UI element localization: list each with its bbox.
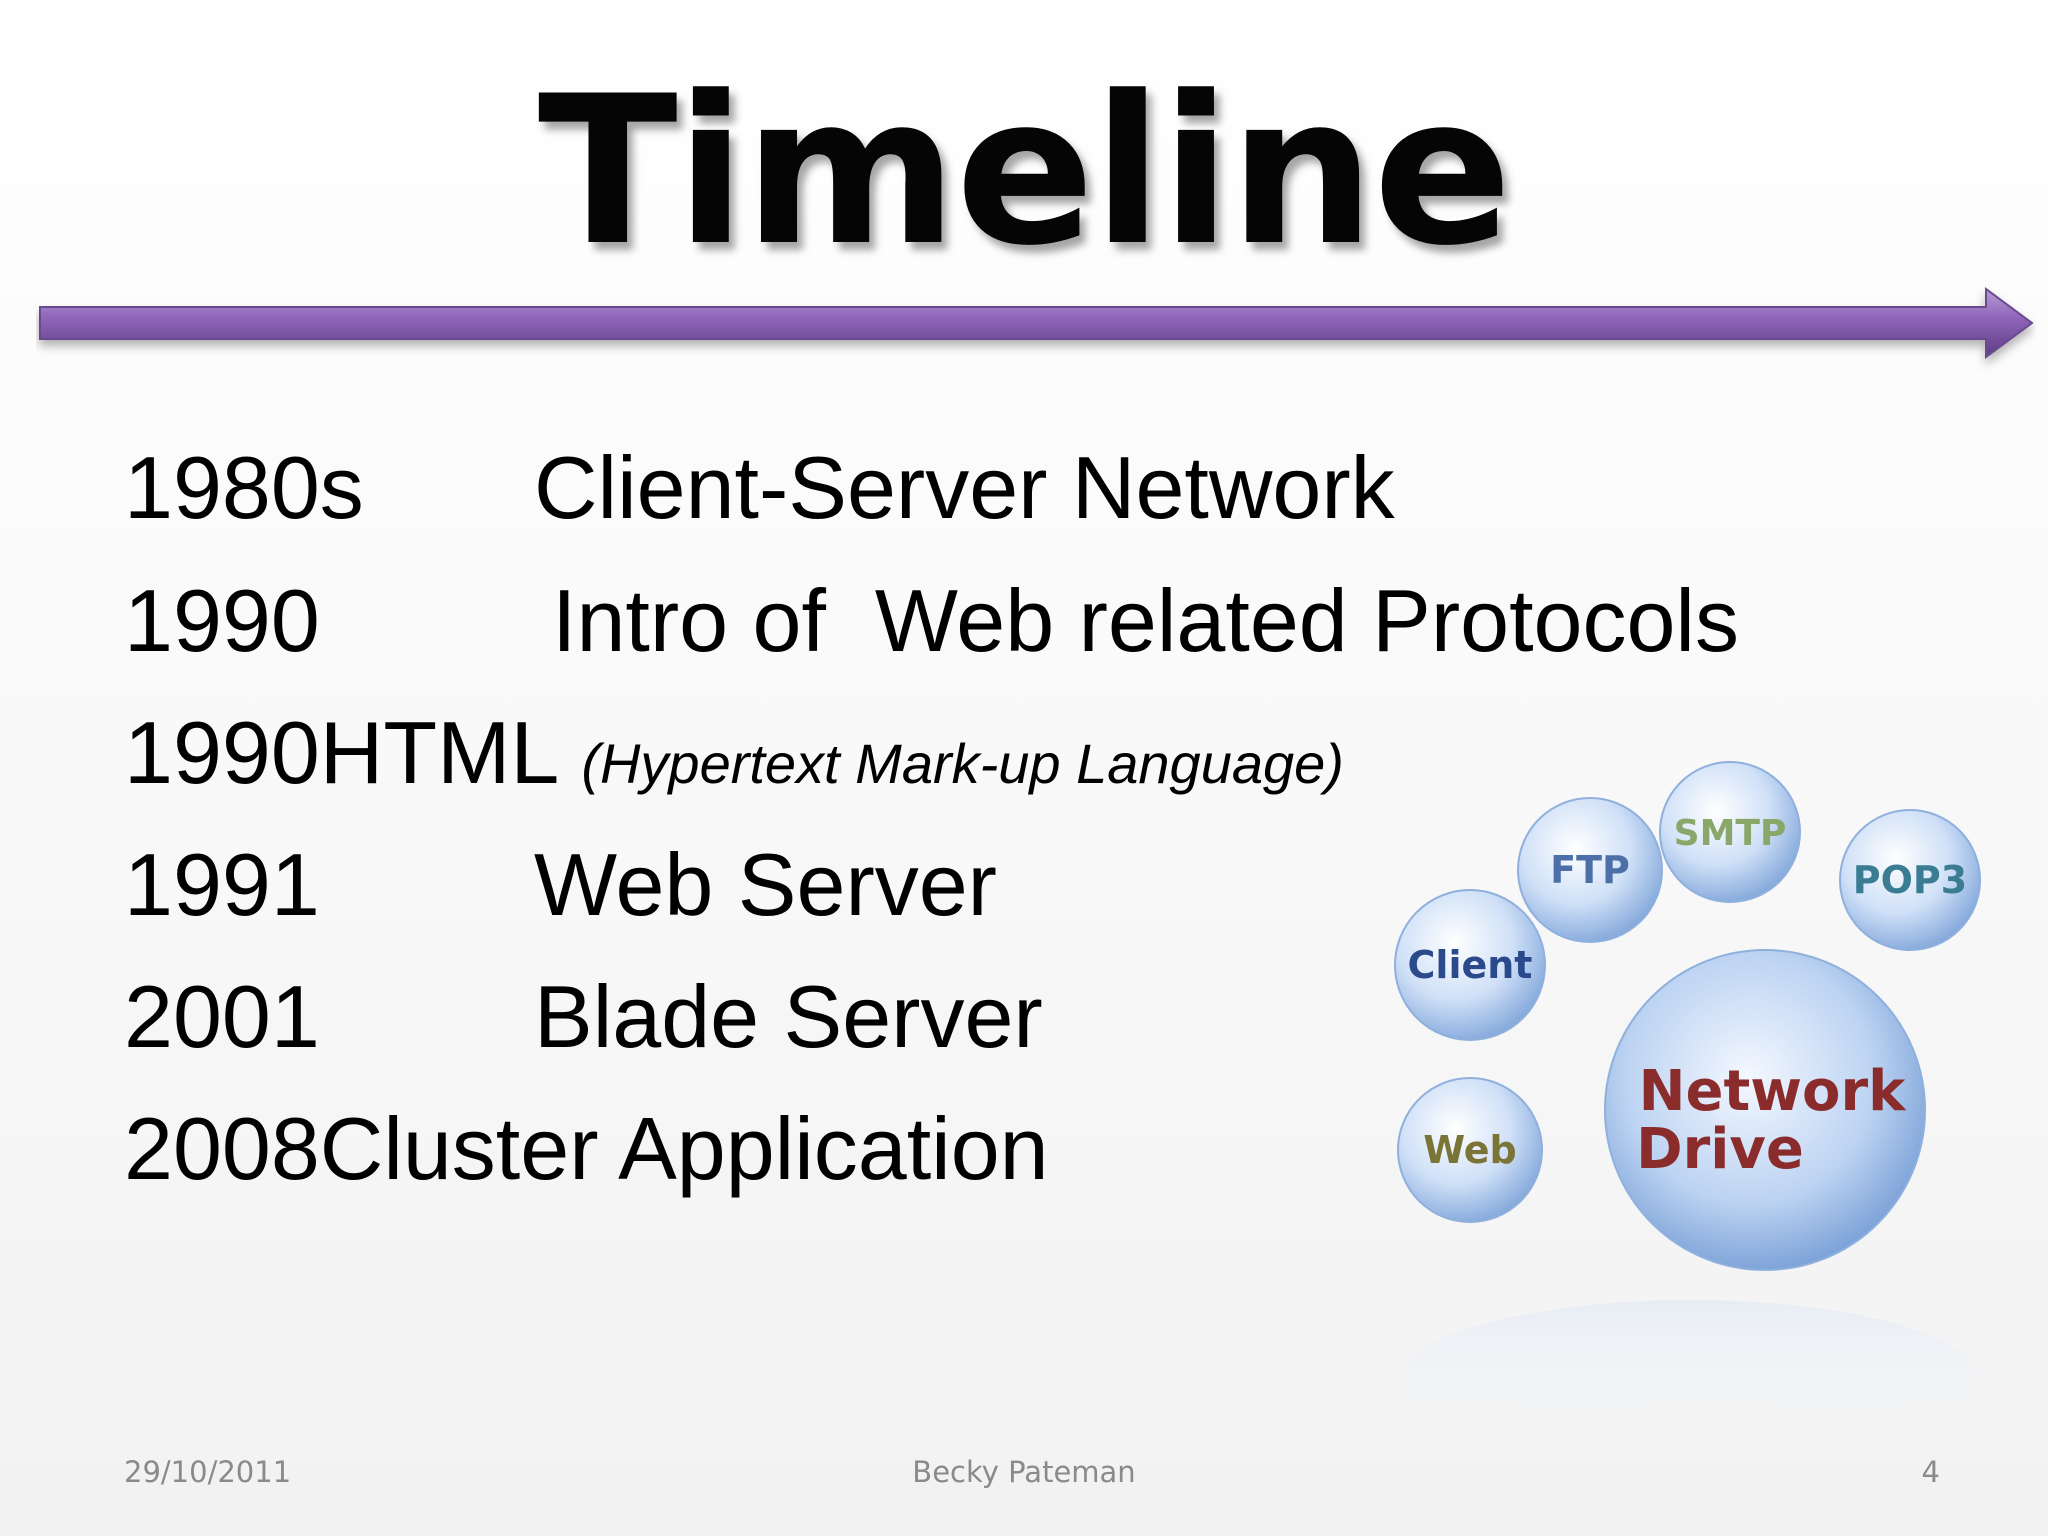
bubble-pop3: POP3 [1839, 809, 1981, 951]
timeline-row: 2008Cluster Application [124, 1105, 1049, 1193]
timeline-row: 1991 Web Server [124, 835, 997, 934]
timeline-event: Web Server [534, 835, 997, 934]
footer-date: 29/10/2011 [124, 1455, 292, 1489]
bubble-ftp: FTP [1517, 797, 1663, 943]
bubble-label: POP3 [1853, 858, 1967, 902]
timeline-row: 1990 Intro of Web related Protocols [124, 571, 1739, 670]
timeline-row: 2001 Blade Server [124, 967, 1043, 1066]
timeline-note: (Hypertext Mark-up Language) [581, 732, 1344, 795]
timeline-event: HTML [319, 703, 560, 802]
timeline-year: 1990 [124, 703, 320, 802]
bubble-label: SMTP [1674, 813, 1787, 854]
bubble-client: Client [1394, 889, 1546, 1041]
timeline-year: 2008 [124, 1099, 320, 1198]
timeline-event: Cluster Application [319, 1099, 1049, 1198]
timeline-year: 1991 [124, 835, 320, 934]
bubble-label: Client [1408, 943, 1533, 987]
graphic-reflection [1400, 1300, 1980, 1460]
bubble-label: Network [1639, 1059, 1907, 1124]
timeline-year: 1980s [124, 438, 364, 537]
timeline-event: Blade Server [534, 967, 1043, 1066]
timeline-row: 1980s Client-Server Network [124, 438, 1395, 537]
timeline-event: Client-Server Network [534, 438, 1395, 537]
bubble-label: FTP [1550, 848, 1630, 892]
timeline-year: 2001 [124, 967, 320, 1066]
bubble-web: Web [1397, 1077, 1543, 1223]
footer-page-number: 4 [1921, 1455, 1940, 1489]
timeline-event: Intro of Web related Protocols [552, 571, 1739, 670]
bubble-label: Drive [1636, 1117, 1804, 1182]
timeline-year: 1990 [124, 571, 320, 670]
footer-author: Becky Pateman [912, 1455, 1136, 1489]
network-protocols-graphic: FTP SMTP POP3 Client Web Network Drive [1394, 761, 1981, 1460]
bubble-network-drive: Network Drive [1604, 949, 1926, 1271]
slide-title: Timeline [537, 53, 1512, 291]
bubble-label: Web [1423, 1128, 1517, 1172]
timeline-arrow [39, 287, 2034, 359]
timeline-row: 1990HTML(Hypertext Mark-up Language) [124, 709, 1344, 797]
bubble-smtp: SMTP [1659, 761, 1801, 903]
